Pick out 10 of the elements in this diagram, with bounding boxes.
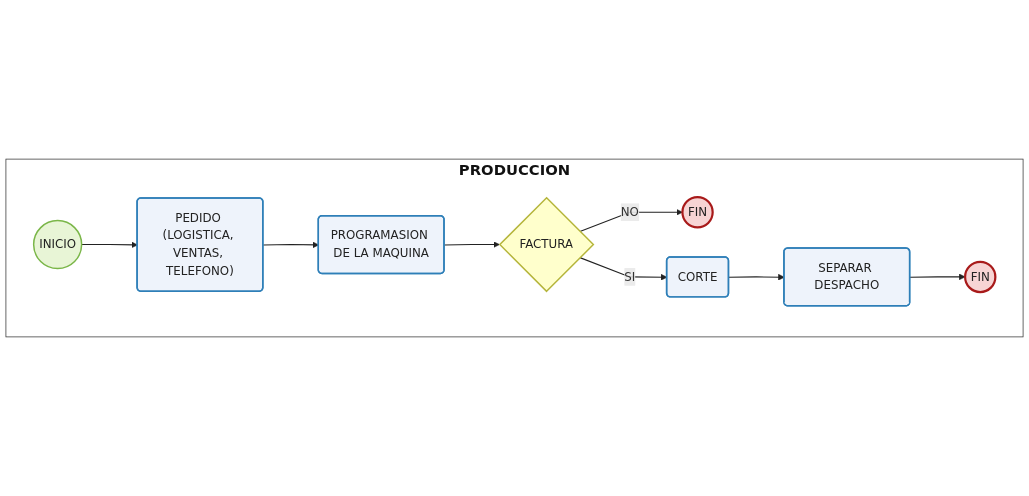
node-circle: FIN	[681, 196, 714, 229]
arrow	[81, 241, 138, 249]
edge-label: SI	[624, 269, 636, 284]
edge-label: NO	[620, 204, 639, 219]
node-diamond: FACTURA	[498, 196, 595, 293]
arrow	[909, 273, 966, 281]
node-circle: FIN	[964, 260, 997, 294]
arrow	[579, 209, 683, 233]
arrow	[262, 241, 319, 249]
node-circle: INICIO	[32, 219, 83, 270]
